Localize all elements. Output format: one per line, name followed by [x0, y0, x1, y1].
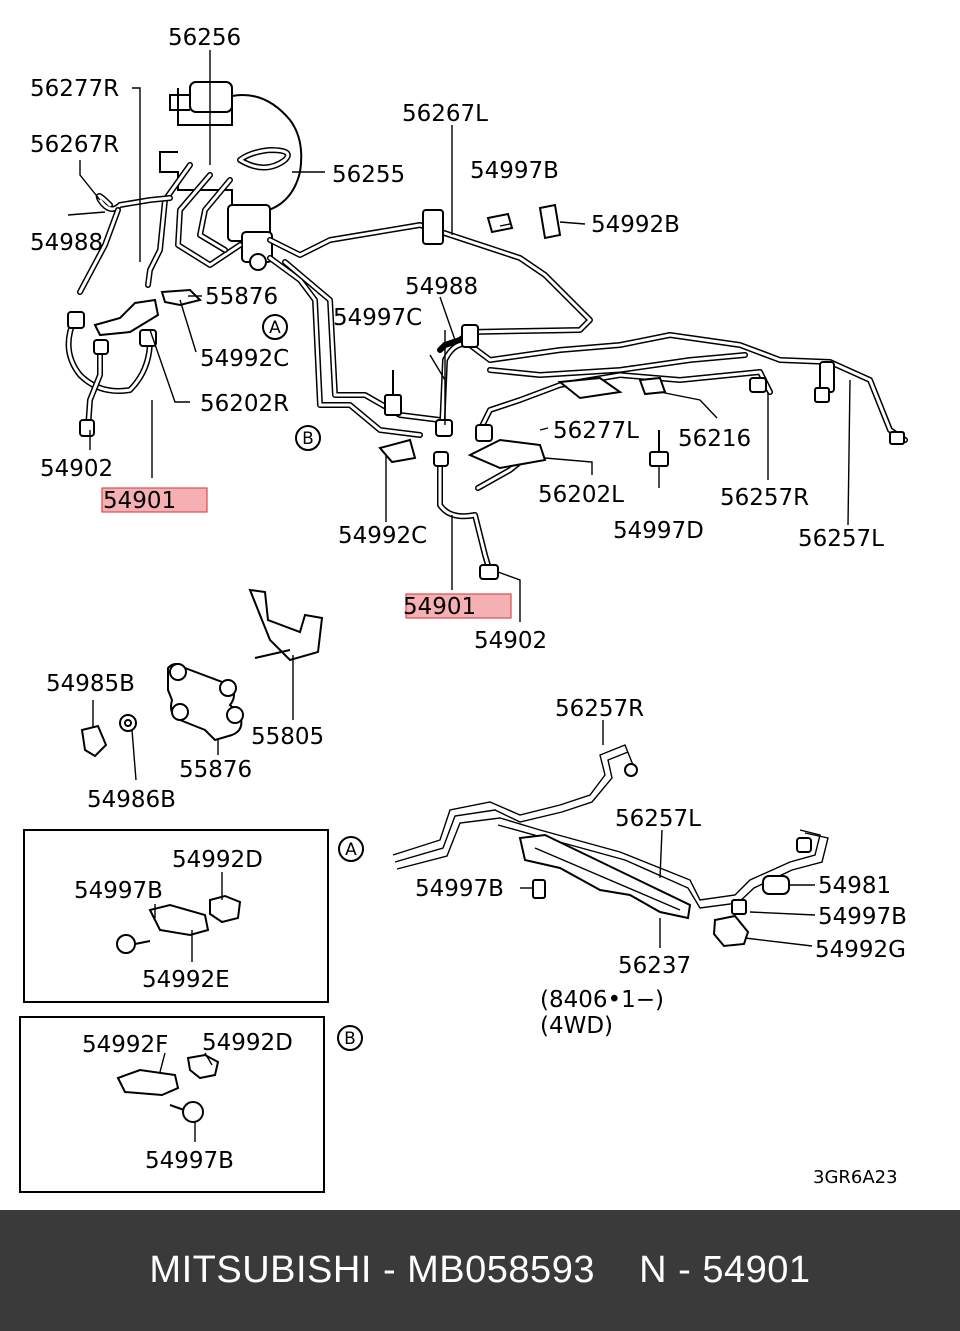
label-55876-bottom: 55876 — [179, 757, 252, 783]
marker-a-box: A — [345, 840, 357, 860]
label-54997B-right: 54997B — [818, 904, 907, 930]
label-54901-left: 54901 — [103, 488, 176, 514]
label-54988-left: 54988 — [30, 230, 103, 256]
label-55805: 55805 — [251, 724, 324, 750]
label-56202R: 56202R — [200, 391, 289, 417]
label-boxA-54997B: 54997B — [74, 878, 163, 904]
label-54992C-left: 54992C — [200, 346, 289, 372]
brake-pipes-upper — [77, 147, 908, 443]
label-54997B-top: 54997B — [470, 158, 559, 184]
label-56277R: 56277R — [30, 76, 119, 102]
highlight-54901-mid — [405, 593, 512, 619]
label-56216: 56216 — [678, 426, 751, 452]
label-54997C: 54997C — [333, 305, 422, 331]
label-55876-top: 55876 — [205, 284, 278, 310]
circle-markers: A B A B — [262, 314, 364, 1051]
footer-banner: MITSUBISHI - MB058593 N - 54901 — [0, 1210, 960, 1331]
label-54992B: 54992B — [591, 212, 680, 238]
label-56202L: 56202L — [538, 482, 624, 508]
marker-b-box: B — [344, 1029, 356, 1049]
label-56257L-bottom: 56257L — [615, 806, 701, 832]
label-drive-note: (4WD) — [540, 1013, 613, 1039]
label-boxA-54992E: 54992E — [142, 967, 230, 993]
label-boxB-54992D: 54992D — [202, 1030, 293, 1056]
footer-part-info: MITSUBISHI - MB058593 N - 54901 — [149, 1249, 811, 1291]
label-54997B-bottom: 54997B — [415, 876, 504, 902]
label-54992G: 54992G — [815, 937, 906, 963]
highlight-54901-left — [101, 487, 208, 513]
label-boxB-54997B: 54997B — [145, 1148, 234, 1174]
label-54997D: 54997D — [613, 518, 704, 544]
label-56257R-bottom: 56257R — [555, 696, 644, 722]
lower-right-assembly — [392, 744, 829, 948]
loose-parts-left — [80, 588, 324, 758]
label-boxA-54992D: 54992D — [172, 847, 263, 873]
label-diagram-code: 3GR6A23 — [813, 1167, 898, 1188]
label-56257R-top: 56257R — [720, 485, 809, 511]
label-boxB-54992F: 54992F — [82, 1032, 168, 1058]
label-56237: 56237 — [618, 953, 691, 979]
label-54985B: 54985B — [46, 671, 135, 697]
label-56256: 56256 — [168, 25, 241, 51]
master-cylinder-drawing — [159, 81, 303, 271]
detail-box-a — [23, 829, 329, 1003]
detail-box-b — [19, 1016, 325, 1193]
parts-diagram: A B A B 56256 56277R 56267R 54988 56255 … — [19, 25, 908, 1193]
part-labels: 56256 56277R 56267R 54988 56255 56267L 5… — [30, 25, 907, 1188]
label-56267R: 56267R — [30, 132, 119, 158]
label-56277L: 56277L — [553, 418, 639, 444]
label-56257L-top: 56257L — [798, 526, 884, 552]
marker-a-upper: A — [269, 318, 281, 338]
marker-b-upper: B — [302, 429, 314, 449]
label-date-note: (8406•1−) — [540, 987, 664, 1013]
label-54902-left: 54902 — [40, 456, 113, 482]
label-56267L: 56267L — [402, 101, 488, 127]
label-54988-mid: 54988 — [405, 274, 478, 300]
label-54901-mid: 54901 — [403, 594, 476, 620]
brake-hoses — [65, 315, 523, 575]
fittings-upper — [67, 203, 905, 580]
label-54992C-mid: 54992C — [338, 523, 427, 549]
label-54902-mid: 54902 — [474, 628, 547, 654]
label-54986B: 54986B — [87, 787, 176, 813]
leader-lines — [67, 50, 851, 1142]
label-54981: 54981 — [818, 873, 891, 899]
label-56255: 56255 — [332, 162, 405, 188]
